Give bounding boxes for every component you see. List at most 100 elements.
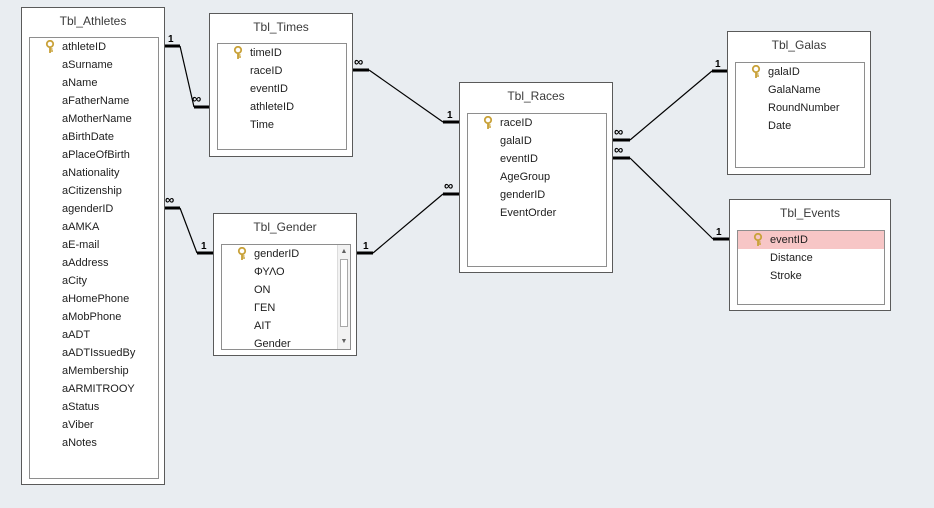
field-row[interactable]: Time xyxy=(218,116,346,134)
field-list[interactable]: galaID GalaName RoundNumber Date xyxy=(735,62,865,168)
rel-label-one: 1 xyxy=(201,241,207,252)
field-row[interactable]: eventID xyxy=(468,150,606,168)
table-title[interactable]: Tbl_Events xyxy=(779,206,841,220)
table-galas[interactable]: Tbl_Galas galaID GalaName RoundNumber Da… xyxy=(727,31,871,175)
field-row[interactable]: aADT xyxy=(30,326,158,344)
table-title[interactable]: Tbl_Galas xyxy=(771,38,827,52)
table-title[interactable]: Tbl_Athletes xyxy=(59,14,127,28)
field-row[interactable]: eventID xyxy=(218,80,346,98)
field-row[interactable]: Gender xyxy=(222,335,350,349)
relationship-races-galas[interactable]: ∞ 1 xyxy=(613,59,728,142)
field-row[interactable]: Stroke xyxy=(738,267,884,285)
field-name: aARMITROOY xyxy=(62,383,135,395)
key-icon xyxy=(237,247,247,260)
field-row[interactable]: raceID xyxy=(468,114,606,132)
rel-label-one: 1 xyxy=(447,110,453,121)
field-row[interactable]: aCity xyxy=(30,272,158,290)
table-races[interactable]: Tbl_Races raceID galaID eventID AgeGroup… xyxy=(459,82,613,273)
table-title[interactable]: Tbl_Gender xyxy=(253,220,317,234)
field-row[interactable]: ΦΥΛΟ xyxy=(222,263,350,281)
field-name: timeID xyxy=(250,47,282,59)
field-row[interactable]: aCitizenship xyxy=(30,182,158,200)
field-row[interactable]: timeID xyxy=(218,44,346,62)
field-name: ΟΝ xyxy=(254,284,271,296)
rel-label-one: 1 xyxy=(715,59,721,70)
field-row[interactable]: aHomePhone xyxy=(30,290,158,308)
field-name: AgeGroup xyxy=(500,171,551,183)
field-name: GalaName xyxy=(768,84,821,96)
field-row[interactable]: aADTIssuedBy xyxy=(30,344,158,362)
field-row[interactable]: ΓΕΝ xyxy=(222,299,350,317)
field-name: aMotherName xyxy=(62,113,132,125)
scrollbar-thumb[interactable] xyxy=(340,259,348,327)
table-athletes[interactable]: Tbl_Athletes athleteID aSurname aName aF… xyxy=(21,7,165,485)
field-row[interactable]: aSurname xyxy=(30,56,158,74)
table-times[interactable]: Tbl_Times timeID raceID eventID athleteI… xyxy=(209,13,353,157)
field-name: aADT xyxy=(62,329,91,341)
field-row[interactable]: aNotes xyxy=(30,434,158,452)
field-name: genderID xyxy=(254,248,300,260)
field-row[interactable]: genderID xyxy=(468,186,606,204)
field-name: aAMKA xyxy=(62,221,100,233)
field-row[interactable]: aBirthDate xyxy=(30,128,158,146)
field-row[interactable]: agenderID xyxy=(30,200,158,218)
field-list[interactable]: athleteID aSurname aName aFatherName aMo… xyxy=(29,37,159,479)
field-name: aCitizenship xyxy=(62,185,122,197)
field-row[interactable]: aE-mail xyxy=(30,236,158,254)
field-row[interactable]: raceID xyxy=(218,62,346,80)
field-row[interactable]: galaID xyxy=(468,132,606,150)
field-row[interactable]: athleteID xyxy=(30,38,158,56)
vertical-scrollbar[interactable]: ▲ ▼ xyxy=(337,245,350,349)
field-row[interactable]: aNationality xyxy=(30,164,158,182)
relationship-athletes-times[interactable]: 1 ∞ xyxy=(164,34,210,109)
field-row[interactable]: Date xyxy=(736,117,864,135)
table-events[interactable]: Tbl_Events eventID Distance Stroke xyxy=(729,199,891,311)
field-row-selected[interactable]: eventID xyxy=(738,231,884,249)
field-row[interactable]: aPlaceOfBirth xyxy=(30,146,158,164)
field-row[interactable]: genderID xyxy=(222,245,350,263)
field-name: aBirthDate xyxy=(62,131,114,143)
field-row[interactable]: RoundNumber xyxy=(736,99,864,117)
relationship-races-events[interactable]: ∞ 1 xyxy=(613,142,730,241)
table-title[interactable]: Tbl_Times xyxy=(253,20,309,34)
rel-label-many: ∞ xyxy=(165,192,174,207)
table-gender[interactable]: Tbl_Gender genderID ΦΥΛΟ ΟΝ ΓΕΝ ΑΙΤ Gend… xyxy=(213,213,357,356)
field-row[interactable]: aFatherName xyxy=(30,92,158,110)
field-row[interactable]: ΟΝ xyxy=(222,281,350,299)
key-icon xyxy=(483,116,493,129)
scroll-down-arrow-icon[interactable]: ▼ xyxy=(340,338,348,345)
field-row[interactable]: aViber xyxy=(30,416,158,434)
field-row[interactable]: aAMKA xyxy=(30,218,158,236)
field-name: aName xyxy=(62,77,98,89)
field-row[interactable]: galaID xyxy=(736,63,864,81)
field-row[interactable]: AgeGroup xyxy=(468,168,606,186)
field-list[interactable]: eventID Distance Stroke xyxy=(737,230,885,305)
field-row[interactable]: athleteID xyxy=(218,98,346,116)
field-row[interactable]: aStatus xyxy=(30,398,158,416)
scroll-up-arrow-icon[interactable]: ▲ xyxy=(340,248,348,255)
field-name: galaID xyxy=(500,135,532,147)
relationship-athletes-gender[interactable]: ∞ 1 xyxy=(164,192,214,255)
field-row[interactable]: GalaName xyxy=(736,81,864,99)
field-row[interactable]: Distance xyxy=(738,249,884,267)
field-row[interactable]: aName xyxy=(30,74,158,92)
field-list[interactable]: genderID ΦΥΛΟ ΟΝ ΓΕΝ ΑΙΤ Gender ▲ ▼ xyxy=(221,244,351,350)
field-row[interactable]: aARMITROOY xyxy=(30,380,158,398)
relationship-gender-races[interactable]: 1 ∞ xyxy=(357,178,460,255)
table-title[interactable]: Tbl_Races xyxy=(507,89,565,103)
field-name: agenderID xyxy=(62,203,114,215)
field-list[interactable]: timeID raceID eventID athleteID Time xyxy=(217,43,347,150)
rel-label-one: 1 xyxy=(716,227,722,238)
field-list[interactable]: raceID galaID eventID AgeGroup genderID … xyxy=(467,113,607,267)
field-row[interactable]: aMotherName xyxy=(30,110,158,128)
field-row[interactable]: aMembership xyxy=(30,362,158,380)
field-row[interactable]: aMobPhone xyxy=(30,308,158,326)
field-name: EventOrder xyxy=(500,207,557,219)
field-name: aCity xyxy=(62,275,88,287)
field-row[interactable]: ΑΙΤ xyxy=(222,317,350,335)
field-row[interactable]: EventOrder xyxy=(468,204,606,222)
field-row[interactable]: aAddress xyxy=(30,254,158,272)
field-name: aMembership xyxy=(62,365,129,377)
relationship-times-races[interactable]: ∞ 1 xyxy=(352,54,460,124)
